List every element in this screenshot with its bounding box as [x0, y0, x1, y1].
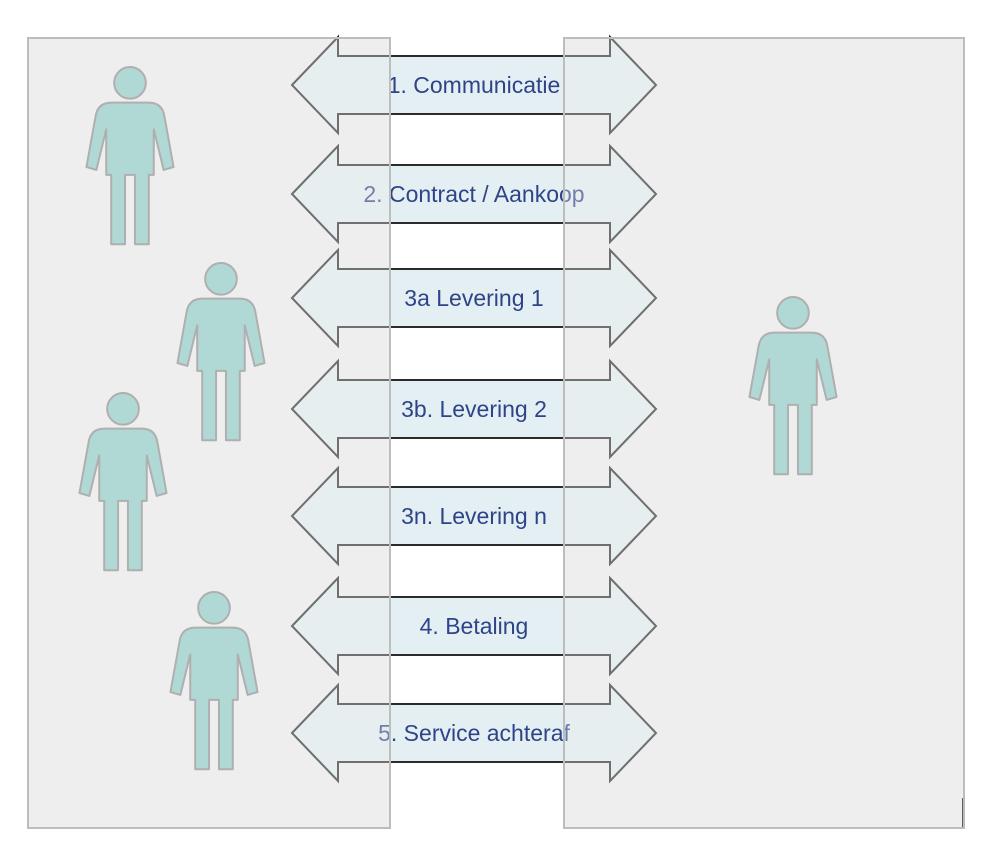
arrow-label: 3b. Levering 2 [401, 396, 547, 422]
person-body [176, 297, 266, 442]
person-head [204, 262, 238, 296]
arrow-label: 1. Communicatie [388, 72, 561, 98]
arrow-label: 3n. Levering n [401, 503, 547, 529]
person-body [85, 101, 175, 246]
person-head [106, 392, 140, 426]
person-icon [748, 296, 838, 476]
arrow-label: 3a Levering 1 [404, 285, 543, 311]
arrow-label: 4. Betaling [420, 613, 529, 639]
people-layer [78, 66, 838, 771]
person-icon [169, 591, 259, 771]
person-icon [78, 392, 168, 572]
left-panel-overlay [27, 37, 391, 829]
arrow-label: 2. Contract / Aankoop [363, 181, 584, 207]
person-icon [176, 262, 266, 442]
person-head [776, 296, 810, 330]
person-body [78, 427, 168, 572]
person-body [748, 331, 838, 476]
person-body [169, 626, 259, 771]
person-icon [85, 66, 175, 246]
arrow-label: 5. Service achteraf [378, 720, 570, 746]
person-head [197, 591, 231, 625]
person-head [113, 66, 147, 100]
right-panel-overlay [563, 37, 965, 829]
